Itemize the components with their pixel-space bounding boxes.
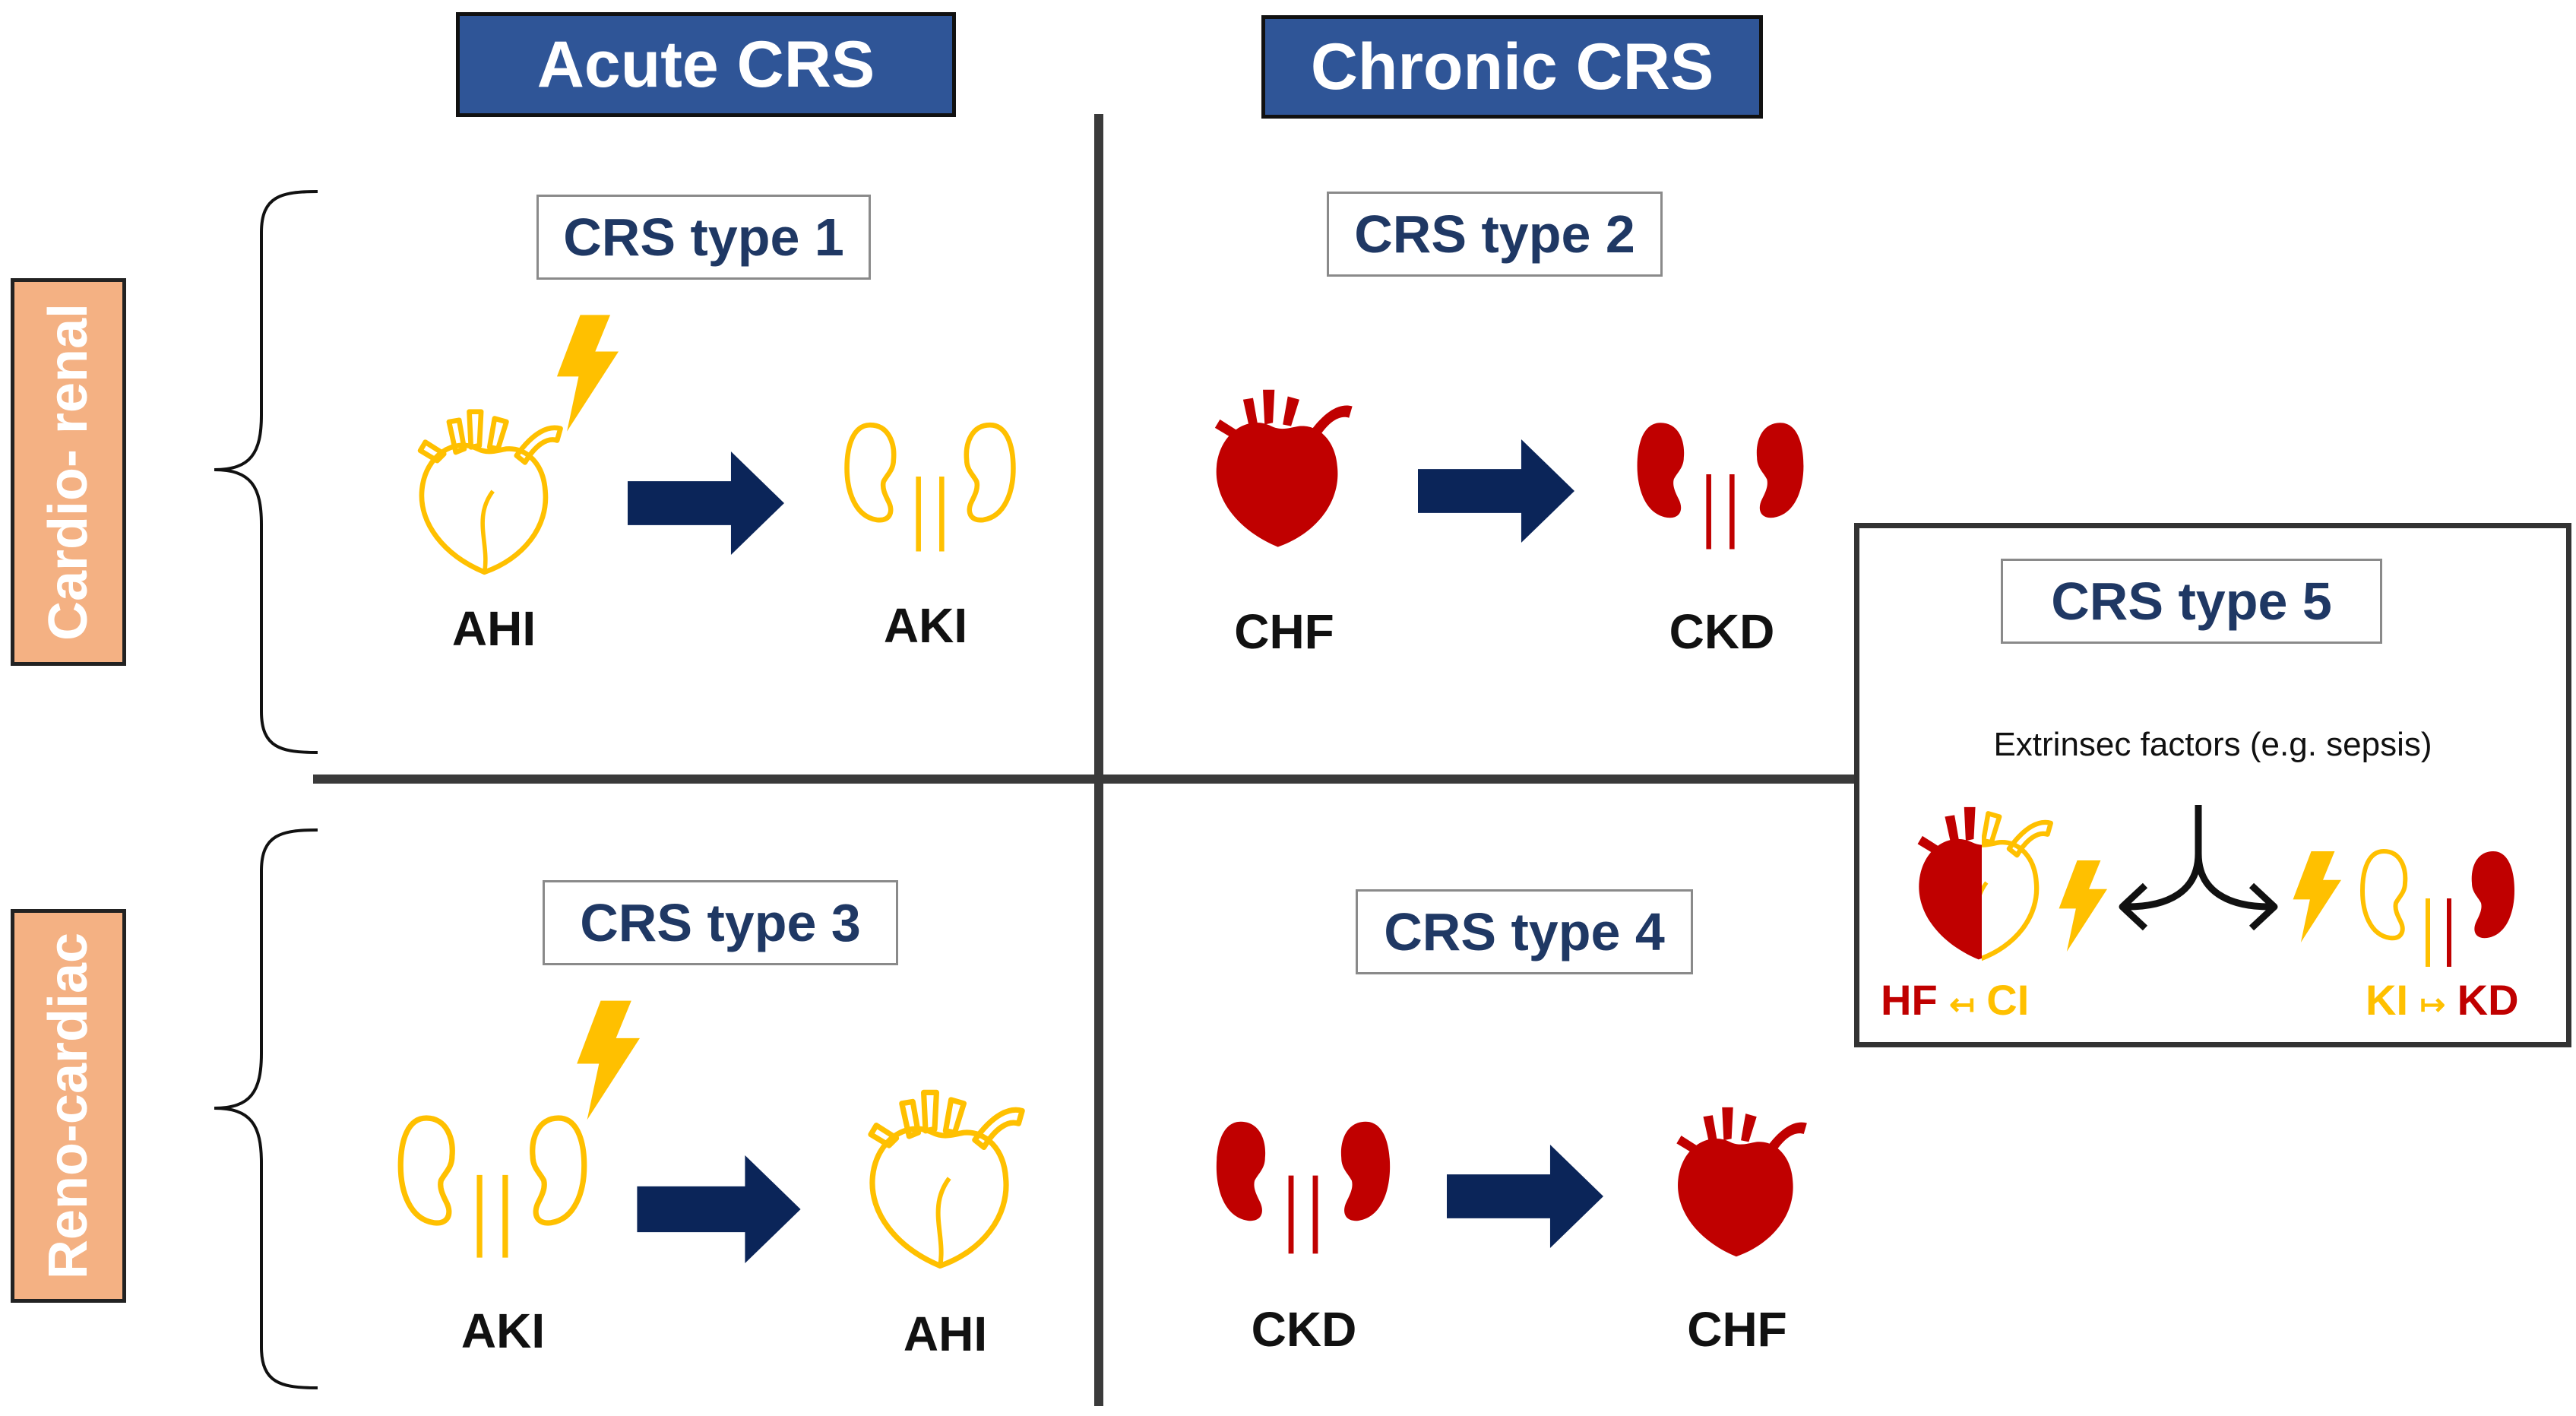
- hf-ci-label: HF ↤ CI: [1881, 975, 2029, 1025]
- label-aki: AKI: [460, 1304, 546, 1358]
- ci-text: CI: [1986, 976, 2030, 1024]
- crs-type-4-box: CRS type 4: [1356, 889, 1693, 974]
- lightning-icon: [2059, 860, 2107, 952]
- label-chf: CHF: [1687, 1302, 1787, 1357]
- crs-type-5-box: CRS type 5: [2001, 559, 2382, 644]
- ki-kd-label: KI ↦ KD: [2366, 975, 2519, 1025]
- kidneys-icon: [1216, 1121, 1391, 1254]
- heart-icon: [412, 395, 564, 585]
- arrow-right-icon: [628, 451, 784, 555]
- label-ahi: AHI: [903, 1307, 988, 1361]
- right-arrow-icon: ↦: [2419, 988, 2446, 1022]
- label-chf: CHF: [1234, 604, 1334, 659]
- arrow-right-icon: [637, 1155, 801, 1263]
- extrinsic-factors-label: Extrinsec factors (e.g. sepsis): [1993, 726, 2432, 763]
- reno-cardiac-text: Reno-cardiac: [38, 932, 99, 1280]
- header-acute-crs: Acute CRS: [456, 12, 956, 117]
- crs-type-5-panel: CRS type 5 Extrinsec factors (e.g. sepsi…: [1854, 523, 2571, 1047]
- label-ckd: CKD: [1669, 604, 1775, 659]
- label-aki: AKI: [883, 598, 968, 653]
- heart-icon: [1917, 793, 2054, 971]
- cardio-renal-text: Cardio- renal: [38, 303, 99, 641]
- curly-brace-icon: [214, 190, 318, 754]
- crs-type-1-box: CRS type 1: [536, 195, 871, 280]
- crs-type-3-box: CRS type 3: [543, 880, 898, 965]
- lightning-icon: [577, 1000, 640, 1120]
- crs-type-2-box: CRS type 2: [1327, 192, 1663, 277]
- heart-icon: [1214, 389, 1353, 547]
- left-arrow-icon: ↤: [1949, 988, 1975, 1022]
- vertical-divider: [1094, 114, 1103, 1406]
- kidneys-icon: [1637, 423, 1804, 550]
- kidneys-icon: [2359, 848, 2514, 967]
- side-label-cardio-renal: Cardio- renal: [11, 278, 126, 666]
- kidneys-icon: [395, 1110, 590, 1258]
- heart-icon: [862, 1079, 1026, 1275]
- hf-text: HF: [1881, 976, 1938, 1024]
- curly-brace-icon: [214, 828, 318, 1389]
- horizontal-divider: [313, 775, 1859, 784]
- diverging-arrows-icon: [2119, 805, 2278, 931]
- lightning-icon: [556, 315, 619, 432]
- arrow-right-icon: [1447, 1145, 1603, 1248]
- header-chronic-crs: Chronic CRS: [1261, 15, 1763, 119]
- kd-text: KD: [2457, 976, 2519, 1024]
- heart-icon: [1676, 1107, 1807, 1257]
- side-label-reno-cardiac: Reno-cardiac: [11, 909, 126, 1303]
- label-ckd: CKD: [1251, 1302, 1357, 1357]
- arrow-right-icon: [1418, 439, 1574, 543]
- ki-text: KI: [2366, 976, 2408, 1024]
- label-ahi: AHI: [451, 601, 536, 656]
- kidneys-icon: [842, 418, 1018, 552]
- lightning-icon: [2293, 851, 2341, 942]
